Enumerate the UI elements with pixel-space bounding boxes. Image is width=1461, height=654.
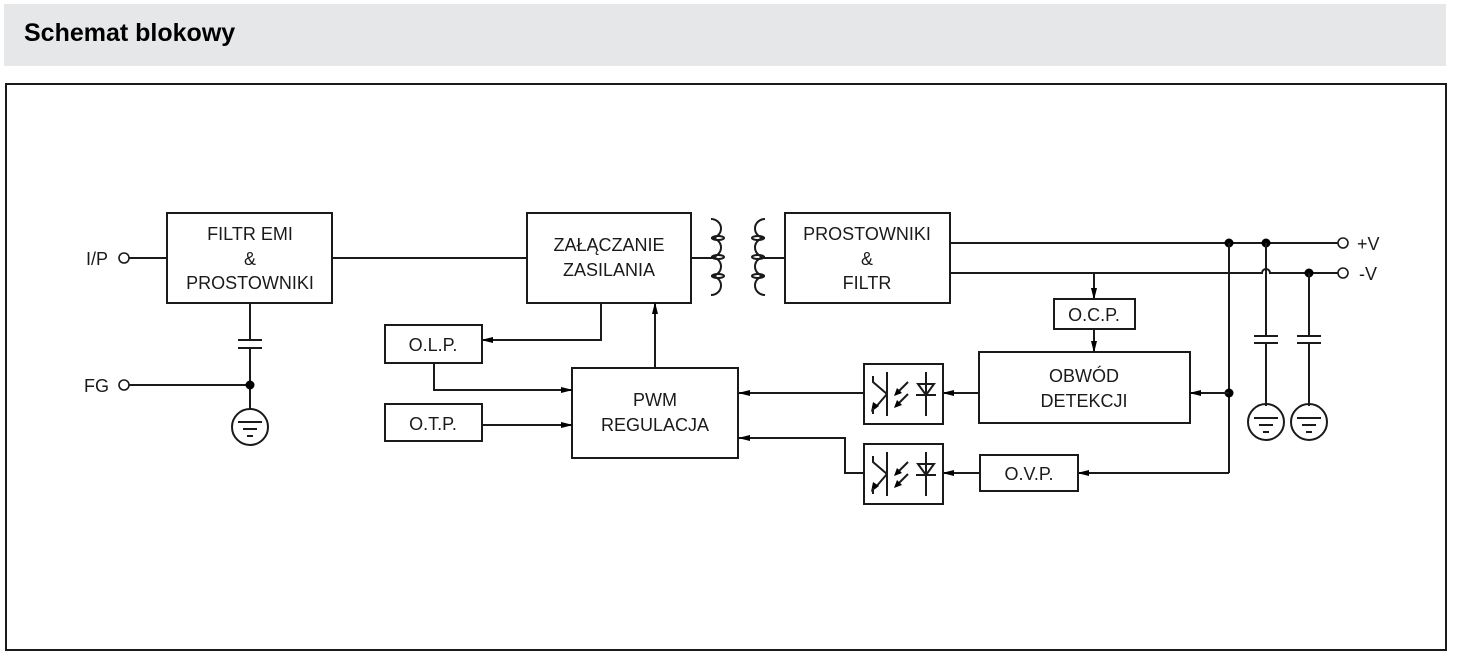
capacitor-icon [1297,335,1321,344]
detection-circuit-block: OBWÓD DETEKCJI [978,351,1191,424]
olp-label: O.L.P. [409,335,458,355]
input-terminal-circle [118,252,130,264]
power-switching-line2: ZASILANIA [563,260,655,280]
rectifier-filter-line2: & [861,249,873,269]
earth-ground-icon [231,408,269,446]
ovp-block: O.V.P. [979,454,1079,492]
input-terminal: I/P [86,249,130,269]
power-switching-line1: ZAŁĄCZANIE [553,235,664,255]
optocoupler-icon [863,443,944,505]
section-title: Schemat blokowy [24,19,236,47]
arrow-switching-to-olp [481,303,602,343]
emi-filter-line3: PROSTOWNIKI [186,273,314,293]
otp-block: O.T.P. [384,403,483,442]
detection-line2: DETEKCJI [1040,391,1127,411]
emi-filter-line1: FILTR EMI [207,224,293,244]
earth-ground-icon [1247,403,1285,441]
earth-ground-icon [1290,403,1328,441]
arrow-optocoupler2-to-pwm [738,435,864,474]
fg-terminal: FG [84,376,130,396]
rectifier-filter-line3: FILTR [843,273,892,293]
ovp-label: O.V.P. [1004,464,1053,484]
positive-output-label: +V [1357,234,1380,254]
pwm-line2: REGULACJA [601,415,709,435]
ocp-block: O.C.P. [1053,298,1136,330]
optocoupler-icon [863,363,944,425]
olp-block: O.L.P. [384,324,483,364]
section-header: Schemat blokowy [4,4,1446,66]
pwm-line1: PWM [633,390,677,410]
positive-output-terminal: +V [1337,234,1380,254]
junction-dot [245,380,255,390]
fg-terminal-circle [118,379,130,391]
otp-label: O.T.P. [409,414,457,434]
emi-filter-line2: & [244,249,256,269]
diagram-frame [5,83,1447,651]
rectifier-filter-line1: PROSTOWNIKI [803,224,931,244]
transformer-icon [710,218,766,296]
arrow-olp-to-pwm [433,363,573,393]
ocp-label: O.C.P. [1068,305,1120,325]
input-label: I/P [86,249,108,269]
capacitor-icon [238,339,262,349]
negative-output-terminal: -V [1337,264,1377,284]
wire-negative-rail [950,268,1338,274]
pwm-regulation-block: PWM REGULACJA [571,367,739,459]
detection-line1: OBWÓD [1049,365,1119,386]
fg-label: FG [84,376,109,396]
power-switching-block: ZAŁĄCZANIE ZASILANIA [526,212,692,304]
capacitor-icon [1254,335,1278,344]
negative-output-label: -V [1359,264,1377,284]
rectifier-filter-block: PROSTOWNIKI & FILTR [784,212,951,304]
emi-filter-block: FILTR EMI & PROSTOWNIKI [166,212,333,304]
